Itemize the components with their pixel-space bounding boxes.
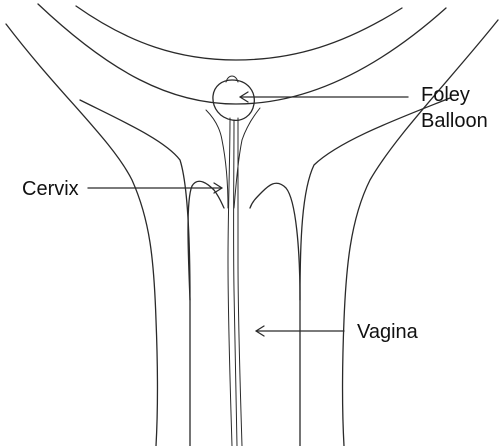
right-canal-wall [300, 98, 450, 446]
foley-arrow [240, 92, 408, 102]
uterus-inner-wall [76, 6, 402, 60]
foley-balloon [213, 80, 254, 120]
cervix-label: Cervix [22, 176, 79, 202]
catheter-tube-right [238, 118, 242, 446]
foley-tip [226, 76, 238, 82]
left-canal-wall [80, 100, 190, 446]
left-outer-wall [6, 24, 158, 446]
catheter-tube-center [234, 120, 237, 446]
foley-label-line1: Foley [421, 82, 488, 108]
foley-balloon-label: Foley Balloon [421, 82, 488, 134]
catheter-tube-left [228, 118, 232, 446]
cervical-canal-left [222, 140, 228, 208]
cervix-left-lip [188, 181, 224, 300]
foley-label-line2: Balloon [421, 108, 488, 134]
vagina-label: Vagina [357, 319, 418, 345]
cervix-right-lip [250, 183, 300, 300]
cervix-arrow [88, 183, 222, 193]
